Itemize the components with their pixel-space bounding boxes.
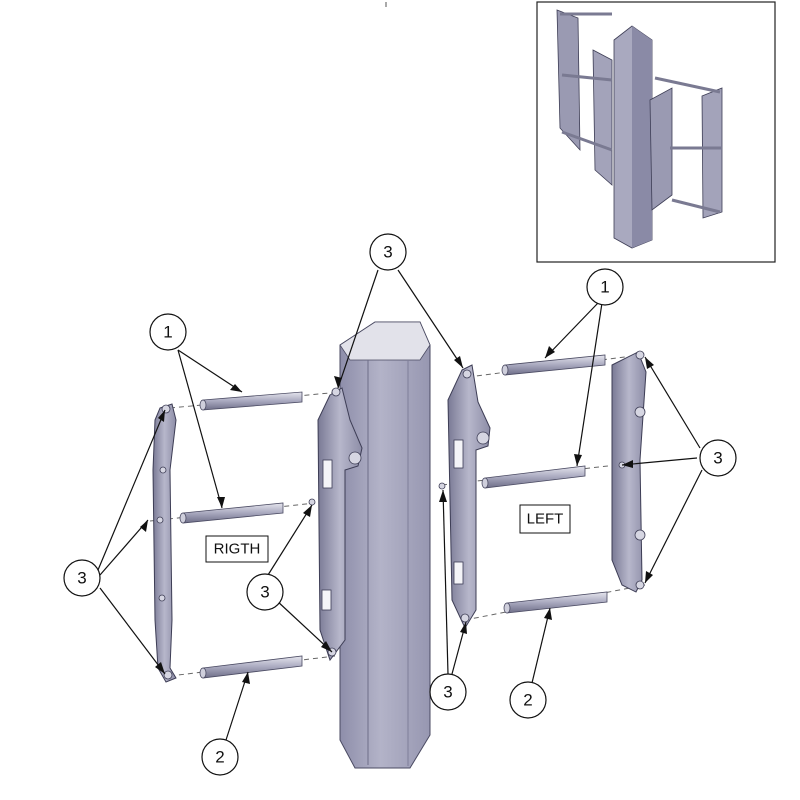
- left-inner-bracket: [438, 364, 491, 630]
- callout-2-right: 2: [509, 681, 547, 719]
- callout-3-middle-left-label: 3: [260, 583, 269, 602]
- inset-right-rod-top: [654, 76, 721, 94]
- left-label-box: LEFT: [519, 504, 571, 534]
- callout-2-right-label: 2: [523, 691, 532, 710]
- inset-right-outer-guard: [701, 87, 723, 219]
- inset-right-rod-low: [671, 198, 721, 214]
- pillar-top-face: [339, 321, 431, 361]
- callout-1-right: 1: [586, 268, 624, 306]
- callout-3-top-center: 3: [369, 233, 407, 271]
- right-rod-low: [199, 655, 303, 679]
- rigth-label-box: RIGTH: [205, 535, 269, 563]
- left-rods: [481, 354, 608, 614]
- inset-left-rod-mid: [561, 73, 613, 82]
- pillar-body: [339, 321, 431, 769]
- callout-3-left-label: 3: [77, 569, 86, 588]
- right-rods: [179, 391, 303, 679]
- inset-assembled-view: [536, 1, 776, 263]
- left-rod-mid: [481, 465, 586, 489]
- inset-left-outer-guard: [556, 9, 581, 152]
- callout-3-left: 3: [63, 559, 101, 597]
- callout-2-left-label: 2: [215, 748, 224, 767]
- inset-left-inner-guard: [592, 49, 613, 186]
- rigth-label: RIGTH: [214, 541, 261, 558]
- left-label: LEFT: [527, 511, 564, 528]
- leader-lines: [97, 269, 703, 741]
- callout-3-middle-left: 3: [246, 573, 284, 611]
- callout-2-left: 2: [201, 738, 239, 776]
- callout-3-top-center-label: 3: [383, 243, 392, 262]
- callout-1-right-label: 1: [600, 278, 609, 297]
- callout-3-bottom-center: 3: [429, 673, 467, 711]
- fork-pillar: [339, 321, 431, 769]
- right-rod-mid: [179, 502, 284, 524]
- inset-right-inner-guard: [649, 87, 673, 211]
- callout-1-left: 1: [149, 313, 187, 351]
- left-rod-top: [501, 354, 606, 376]
- right-rod-top: [199, 391, 303, 411]
- callout-3-right: 3: [699, 439, 737, 477]
- callout-3-bottom-center-label: 3: [443, 683, 452, 702]
- right-outer-guard-plate: [152, 403, 177, 683]
- inset-left-rod-low: [561, 130, 613, 152]
- left-outer-guard-plate: [611, 350, 647, 593]
- inset-pillar-side: [632, 26, 652, 248]
- left-rod-low: [503, 591, 608, 614]
- callout-1-left-label: 1: [163, 323, 172, 342]
- callout-3-right-label: 3: [713, 449, 722, 468]
